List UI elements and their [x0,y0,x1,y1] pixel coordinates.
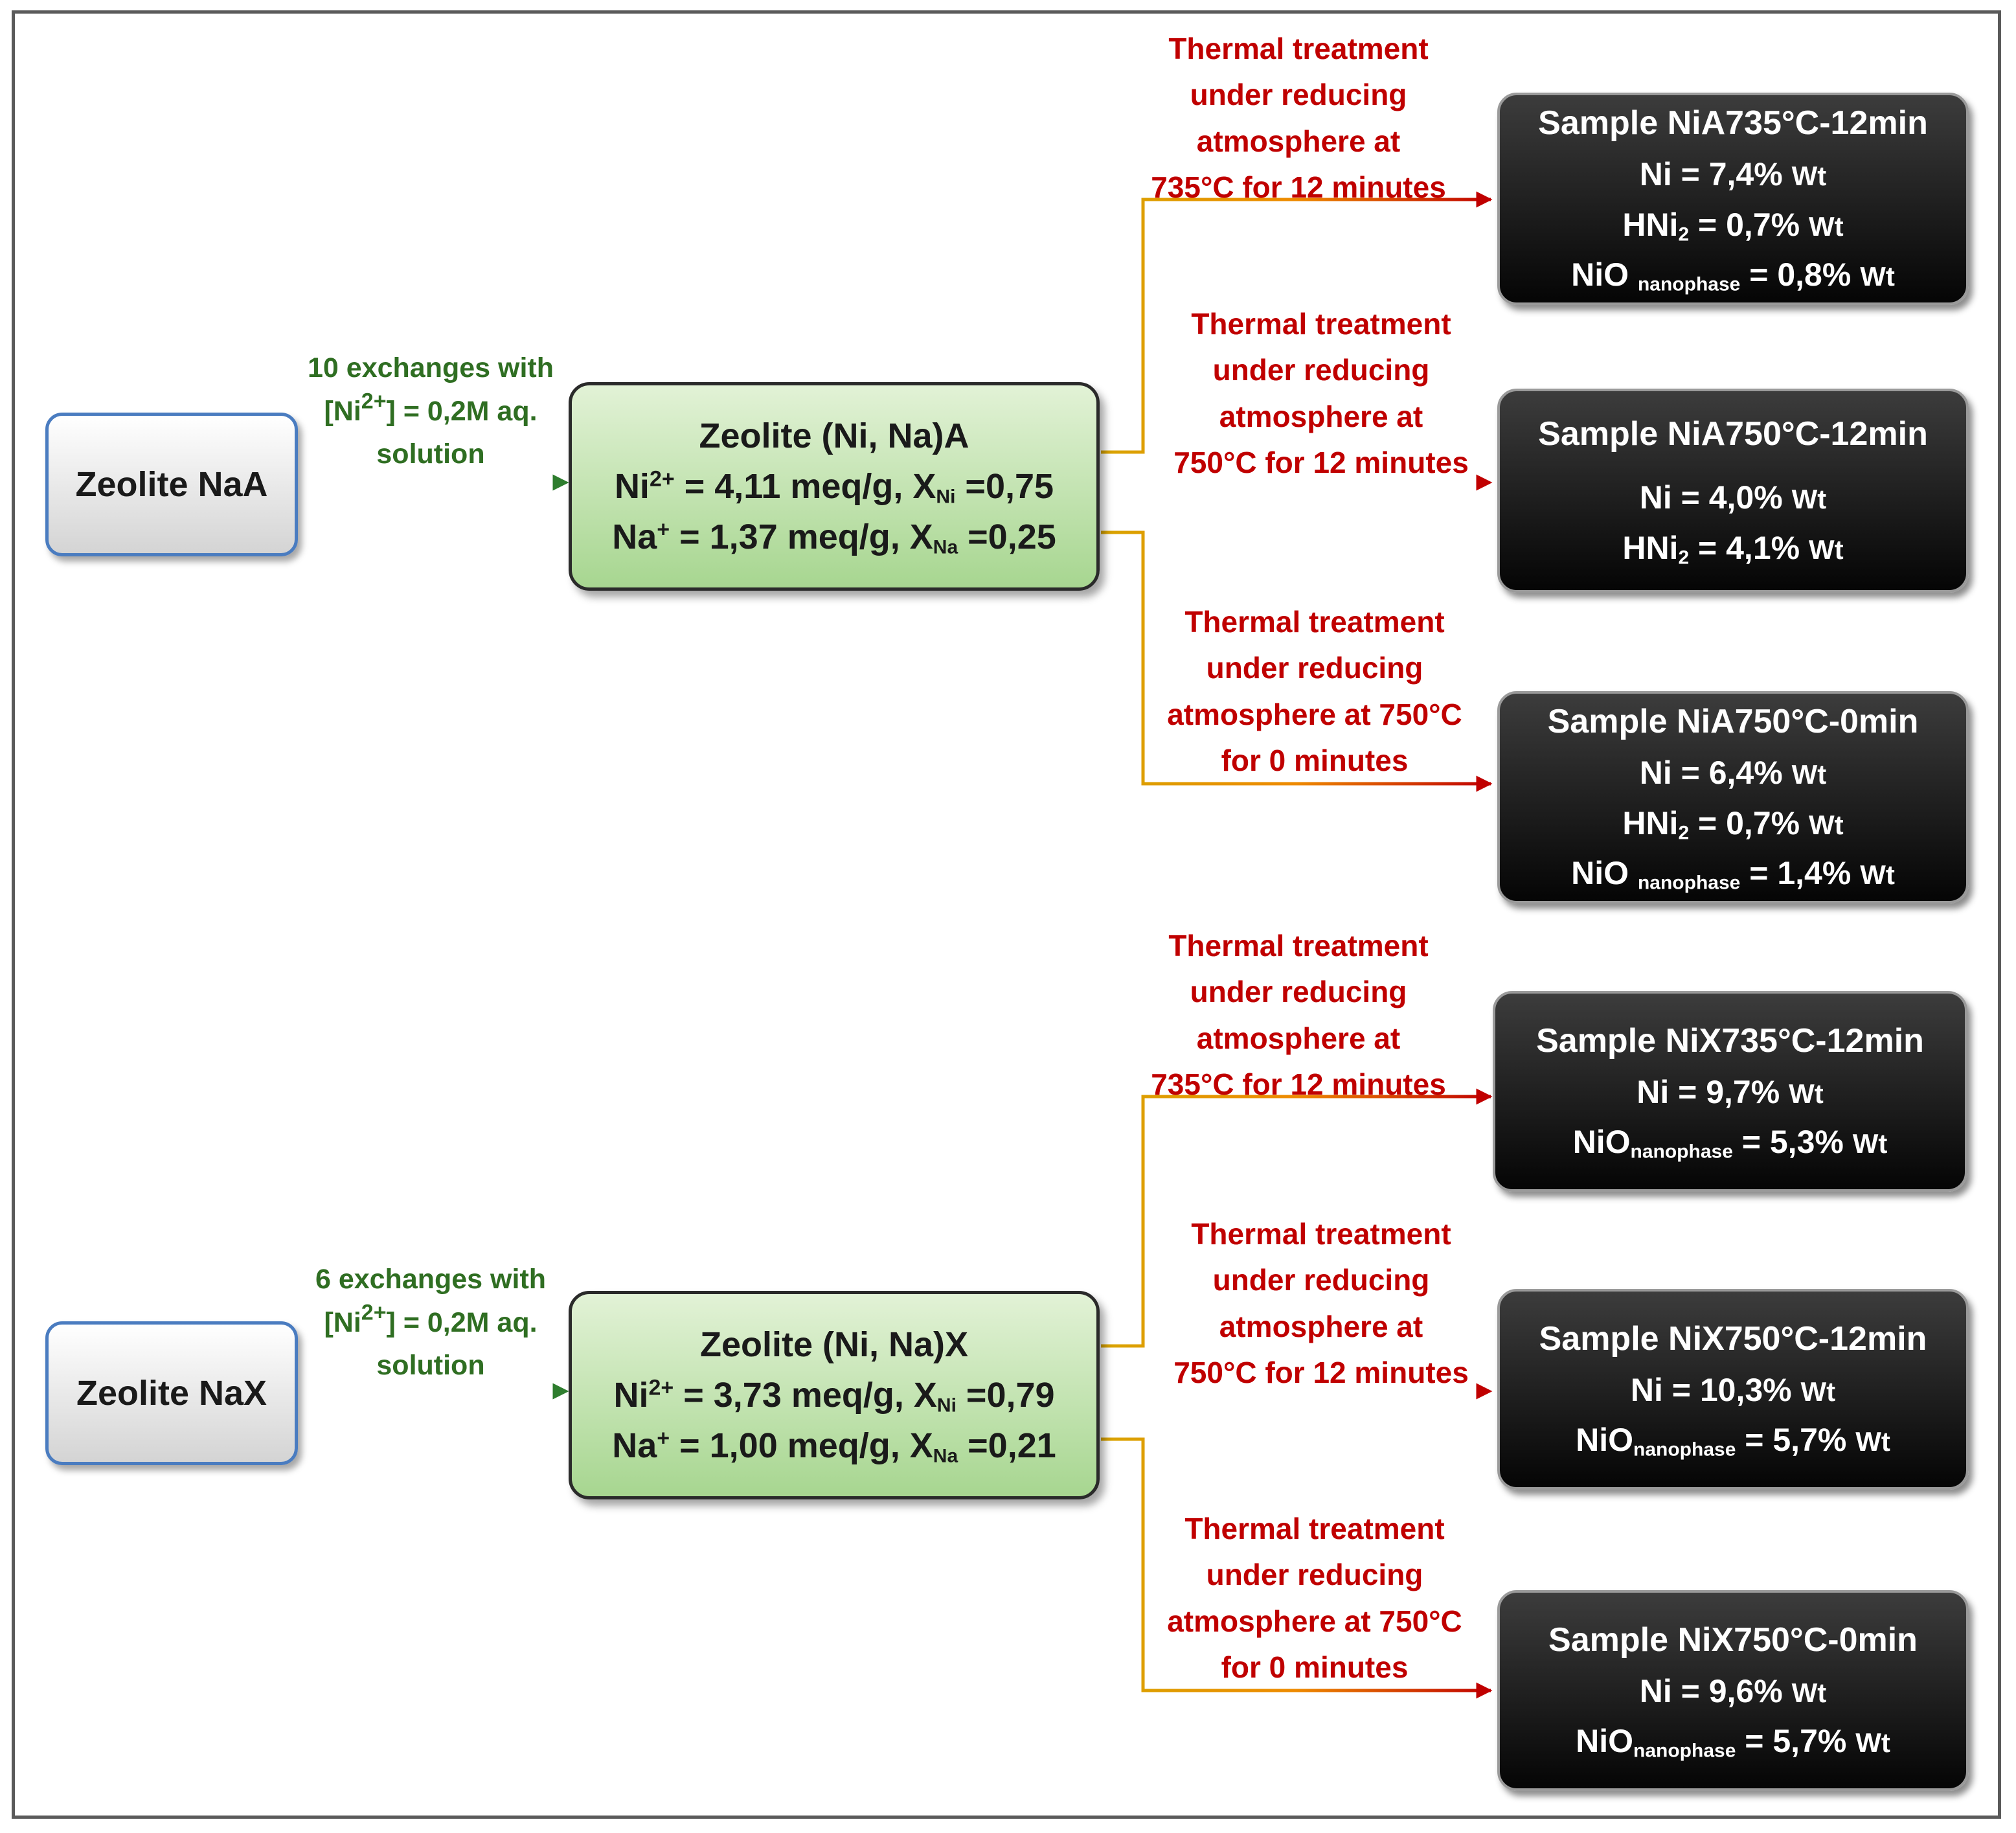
treatment-line: Thermal treatment [1184,605,1445,639]
sample-hni2-line: HNi2 = 4,1% Wt [1622,529,1844,569]
sample-box-nix-735-12: Sample NiX735°C-12min Ni = 9,7% Wt NiOna… [1493,991,1967,1192]
treatment-line: atmosphere at [1196,1021,1401,1055]
treatment-line: 735°C for 12 minutes [1151,1067,1446,1101]
exchange-line: [Ni2+] = 0,2M aq. [324,388,538,427]
sample-nio-line: NiO nanophase = 0,8% Wt [1571,256,1895,295]
treatment-line: under reducing [1212,353,1430,387]
sample-box-nia-750-12: Sample NiA750°C-12min Ni = 4,0% Wt HNi2 … [1497,389,1969,593]
treatment-line: 750°C for 12 minutes [1173,445,1469,479]
treatment-line: under reducing [1206,651,1423,685]
sample-ni-line: Ni = 4,0% Wt [1639,479,1827,516]
treatment-line: under reducing [1190,975,1407,1009]
exchange-label-x: 6 exchanges with [Ni2+] = 0,2M aq. solut… [275,1258,586,1387]
exchange-line: solution [376,1350,485,1382]
treatment-line: atmosphere at [1196,124,1401,158]
sample-title: Sample NiX750°C-0min [1548,1621,1918,1659]
exchange-line: 6 exchanges with [315,1264,547,1295]
sample-box-nia-735-12: Sample NiA735°C-12min Ni = 7,4% Wt HNi2 … [1497,93,1969,305]
treatment-line: Thermal treatment [1168,929,1429,962]
sample-nio-line: NiOnanophase = 5,3% Wt [1572,1124,1888,1163]
treatment-label-x-750-12: Thermal treatment under reducing atmosph… [1146,1211,1496,1396]
exchange-line: solution [376,438,485,470]
treatment-line: Thermal treatment [1191,1217,1451,1251]
treatment-label-a-735-12: Thermal treatment under reducing atmosph… [1127,26,1470,211]
sample-box-nix-750-0: Sample NiX750°C-0min Ni = 9,6% Wt NiOnan… [1497,1590,1969,1791]
treatment-line: atmosphere at [1219,1309,1423,1343]
zeolite-ni-line: Ni2+ = 3,73 meq/g, XNi =0,79 [613,1375,1055,1417]
treatment-label-a-750-0: Thermal treatment under reducing atmosph… [1146,599,1483,784]
treatment-line: atmosphere at [1219,399,1423,433]
sample-hni2-line: HNi2 = 0,7% Wt [1622,206,1844,245]
treatment-line: under reducing [1212,1263,1430,1297]
sample-box-nia-750-0: Sample NiA750°C-0min Ni = 6,4% Wt HNi2 =… [1497,691,1969,904]
source-box-naa: Zeolite NaA [45,413,298,556]
sample-ni-line: Ni = 9,6% Wt [1639,1672,1827,1709]
treatment-label-x-735-12: Thermal treatment under reducing atmosph… [1127,923,1470,1108]
branch-arrow-a-750-0 [1101,530,1493,792]
zeolite-ni-line: Ni2+ = 4,11 meq/g, XNi =0,75 [614,466,1054,508]
zeolite-na-line: Na+ = 1,37 meq/g, XNa =0,25 [612,517,1056,558]
treatment-line: Thermal treatment [1191,307,1451,341]
treatment-label-x-750-0: Thermal treatment under reducing atmosph… [1146,1506,1483,1691]
exchange-line: [Ni2+] = 0,2M aq. [324,1299,538,1338]
zeolite-na-line: Na+ = 1,00 meq/g, XNa =0,21 [612,1426,1056,1467]
treatment-line: atmosphere at 750°C [1167,1604,1462,1638]
branch-arrow-a-735-12 [1101,191,1493,454]
sample-title: Sample NiA750°C-12min [1538,415,1928,453]
sample-box-nix-750-12: Sample NiX750°C-12min Ni = 10,3% Wt NiOn… [1497,1289,1969,1490]
sample-ni-line: Ni = 6,4% Wt [1639,755,1827,791]
source-label: Zeolite NaA [75,465,268,504]
sample-hni2-line: HNi2 = 0,7% Wt [1622,804,1844,844]
treatment-line: Thermal treatment [1168,32,1429,65]
sample-ni-line: Ni = 7,4% Wt [1639,156,1827,193]
treatment-line: atmosphere at 750°C [1167,697,1462,731]
treatment-line: 750°C for 12 minutes [1173,1355,1469,1389]
zeolite-box-a: Zeolite (Ni, Na)A Ni2+ = 4,11 meq/g, XNi… [569,382,1100,591]
sample-ni-line: Ni = 10,3% Wt [1630,1371,1836,1408]
treatment-label-a-750-12: Thermal treatment under reducing atmosph… [1146,301,1496,486]
sample-nio-line: NiOnanophase = 5,7% Wt [1576,1723,1890,1762]
sample-title: Sample NiX750°C-12min [1539,1320,1927,1358]
treatment-line: 735°C for 12 minutes [1151,170,1446,204]
diagram-frame [12,10,2001,1819]
branch-arrow-x-750-0 [1101,1437,1493,1699]
zeolite-box-x: Zeolite (Ni, Na)X Ni2+ = 3,73 meq/g, XNi… [569,1291,1100,1499]
source-label: Zeolite NaX [76,1374,267,1413]
zeolite-title: Zeolite (Ni, Na)X [699,1325,969,1364]
exchange-line: 10 exchanges with [308,352,554,383]
sample-title: Sample NiA735°C-12min [1538,104,1928,142]
treatment-line: under reducing [1190,78,1407,112]
exchange-label-a: 10 exchanges with [Ni2+] = 0,2M aq. solu… [275,347,586,476]
sample-title: Sample NiX735°C-12min [1536,1022,1924,1060]
treatment-line: Thermal treatment [1184,1512,1445,1545]
sample-title: Sample NiA750°C-0min [1547,703,1919,741]
treatment-line: under reducing [1206,1558,1423,1592]
sample-nio-line: NiO nanophase = 1,4% Wt [1571,855,1895,894]
sample-ni-line: Ni = 9,7% Wt [1637,1073,1824,1110]
zeolite-title: Zeolite (Ni, Na)A [699,416,969,455]
sample-nio-line: NiOnanophase = 5,7% Wt [1576,1422,1890,1461]
treatment-line: for 0 minutes [1221,1650,1409,1684]
source-box-nax: Zeolite NaX [45,1321,298,1465]
treatment-line: for 0 minutes [1221,743,1409,777]
branch-arrow-x-735-12 [1101,1088,1493,1348]
